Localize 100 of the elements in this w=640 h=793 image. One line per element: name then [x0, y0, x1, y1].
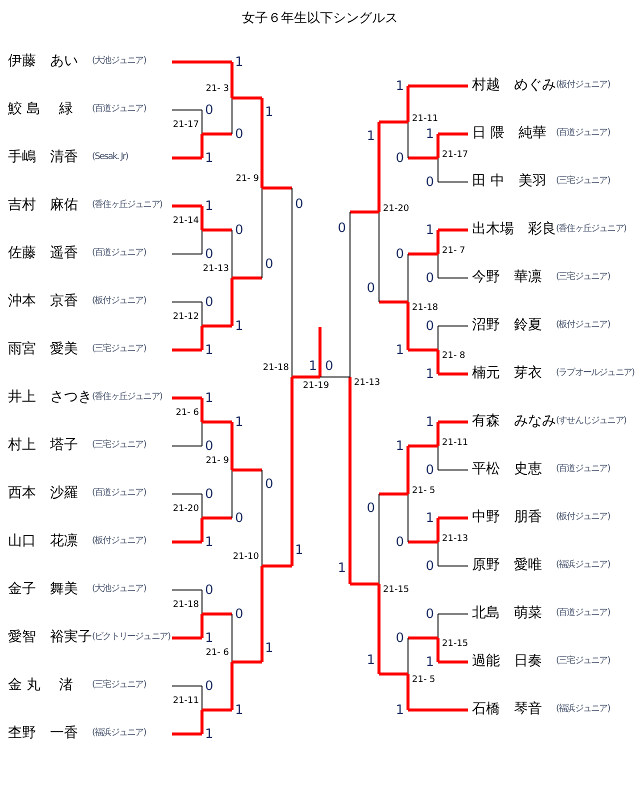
match-score: 21-20	[172, 505, 199, 514]
club-name: (百道ジュニア)	[556, 129, 610, 138]
score: 0	[205, 680, 214, 693]
score: 1	[366, 654, 375, 667]
score: 1	[235, 320, 244, 333]
score: 1	[366, 130, 375, 143]
club-name: (百道ジュニア)	[556, 609, 610, 618]
score: 0	[426, 464, 434, 477]
player-name: 沖本 京香	[8, 294, 78, 308]
match-score: 21-20	[383, 205, 410, 214]
club-name: (三宅ジュニア)	[92, 681, 146, 690]
match-score: 21- 6	[206, 649, 229, 658]
match-score: 21-11	[172, 697, 199, 706]
match-score: 21-18	[262, 364, 289, 373]
score: 0	[295, 198, 304, 211]
match-score: 21-19	[302, 382, 330, 391]
score: 0	[325, 360, 334, 373]
score: 1	[396, 80, 404, 93]
player-name: 出木場 彩良	[472, 222, 556, 236]
player-name: 杢野 一香	[8, 726, 78, 740]
player-name: 伊藤 あい	[8, 54, 78, 68]
score: 0	[426, 272, 434, 285]
score: 1	[205, 728, 214, 741]
player-name: 日 隈 純華	[472, 126, 546, 140]
score: 1	[426, 656, 434, 669]
player-name: 原野 愛唯	[472, 558, 542, 572]
score: 1	[205, 536, 214, 549]
club-name: (三宅ジュニア)	[556, 273, 610, 282]
player-name: 井上 さつき	[8, 390, 92, 404]
score: 1	[396, 440, 404, 453]
match-score: 21- 3	[206, 85, 229, 94]
score: 1	[426, 368, 434, 381]
score: 1	[205, 392, 214, 405]
match-score: 21-15	[442, 640, 468, 649]
club-name: (福浜ジュニア)	[556, 561, 610, 570]
match-score: 21-13	[354, 379, 380, 388]
player-name: 山口 花凛	[8, 534, 78, 548]
match-score: 21- 5	[412, 487, 436, 496]
player-name: 今野 華凛	[472, 270, 542, 284]
score: 1	[265, 106, 274, 119]
match-score: 21-15	[383, 586, 410, 595]
player-name: 有森 みなみ	[472, 414, 556, 428]
club-name: (すせんじジュニア)	[556, 417, 626, 426]
score: 0	[426, 608, 434, 621]
score: 1	[205, 200, 214, 213]
player-name: 村越 めぐみ	[472, 78, 556, 92]
club-name: (板付ジュニア)	[92, 537, 146, 546]
score: 0	[265, 478, 274, 491]
player-name: 佐藤 遥香	[8, 246, 78, 260]
score: 0	[396, 152, 404, 165]
club-name: (大池ジュニア)	[92, 585, 146, 594]
club-name: (ビクトリージュニア)	[92, 633, 170, 642]
match-score: 21-11	[412, 115, 438, 124]
score: 1	[295, 544, 304, 557]
club-name: (福浜ジュニア)	[556, 705, 610, 714]
club-name: (三宅ジュニア)	[92, 345, 146, 354]
score: 0	[338, 222, 346, 235]
player-name: 愛智 裕実子	[8, 630, 92, 644]
title: 女子６年生以下シングルス	[242, 12, 398, 25]
score: 0	[235, 128, 244, 141]
score: 0	[205, 488, 214, 501]
score: 0	[205, 584, 214, 597]
club-name: (百道ジュニア)	[92, 249, 146, 258]
match-score: 21- 5	[412, 676, 436, 685]
match-score: 21-11	[442, 439, 468, 448]
match-score: 21-18	[412, 304, 438, 313]
score: 1	[205, 344, 214, 357]
match-score: 21-12	[172, 313, 199, 322]
score: 0	[235, 512, 244, 525]
player-name: 手嶋 清香	[8, 150, 78, 164]
score: 0	[235, 608, 244, 621]
score: 0	[235, 224, 244, 237]
score: 0	[426, 560, 434, 573]
player-name: 石橋 琴音	[472, 702, 542, 716]
score: 0	[396, 536, 404, 549]
score: 1	[205, 632, 214, 645]
club-name: (福浜ジュニア)	[92, 729, 146, 738]
match-score: 21-14	[172, 217, 199, 226]
score: 0	[426, 176, 434, 189]
score: 0	[366, 282, 375, 295]
match-score: 21- 7	[442, 247, 466, 256]
score: 0	[426, 320, 434, 333]
match-score: 21- 9	[206, 457, 229, 466]
player-name: 西本 沙羅	[8, 486, 78, 500]
score: 1	[338, 562, 346, 575]
club-name: (板付ジュニア)	[556, 81, 610, 90]
score: 1	[396, 344, 404, 357]
score: 0	[396, 248, 404, 261]
match-score: 21-18	[172, 601, 199, 610]
player-name: 鮫 島 緑	[8, 102, 73, 116]
match-score: 21-13	[442, 535, 468, 544]
player-name: 金子 舞美	[8, 582, 78, 596]
club-name: (百道ジュニア)	[92, 489, 146, 498]
match-score: 21-17	[172, 121, 199, 130]
club-name: (百道ジュニア)	[556, 465, 610, 474]
score: 0	[205, 104, 214, 117]
club-name: (板付ジュニア)	[556, 321, 610, 330]
match-score: 21-10	[232, 553, 259, 562]
score: 0	[366, 502, 375, 515]
score: 1	[205, 152, 214, 165]
